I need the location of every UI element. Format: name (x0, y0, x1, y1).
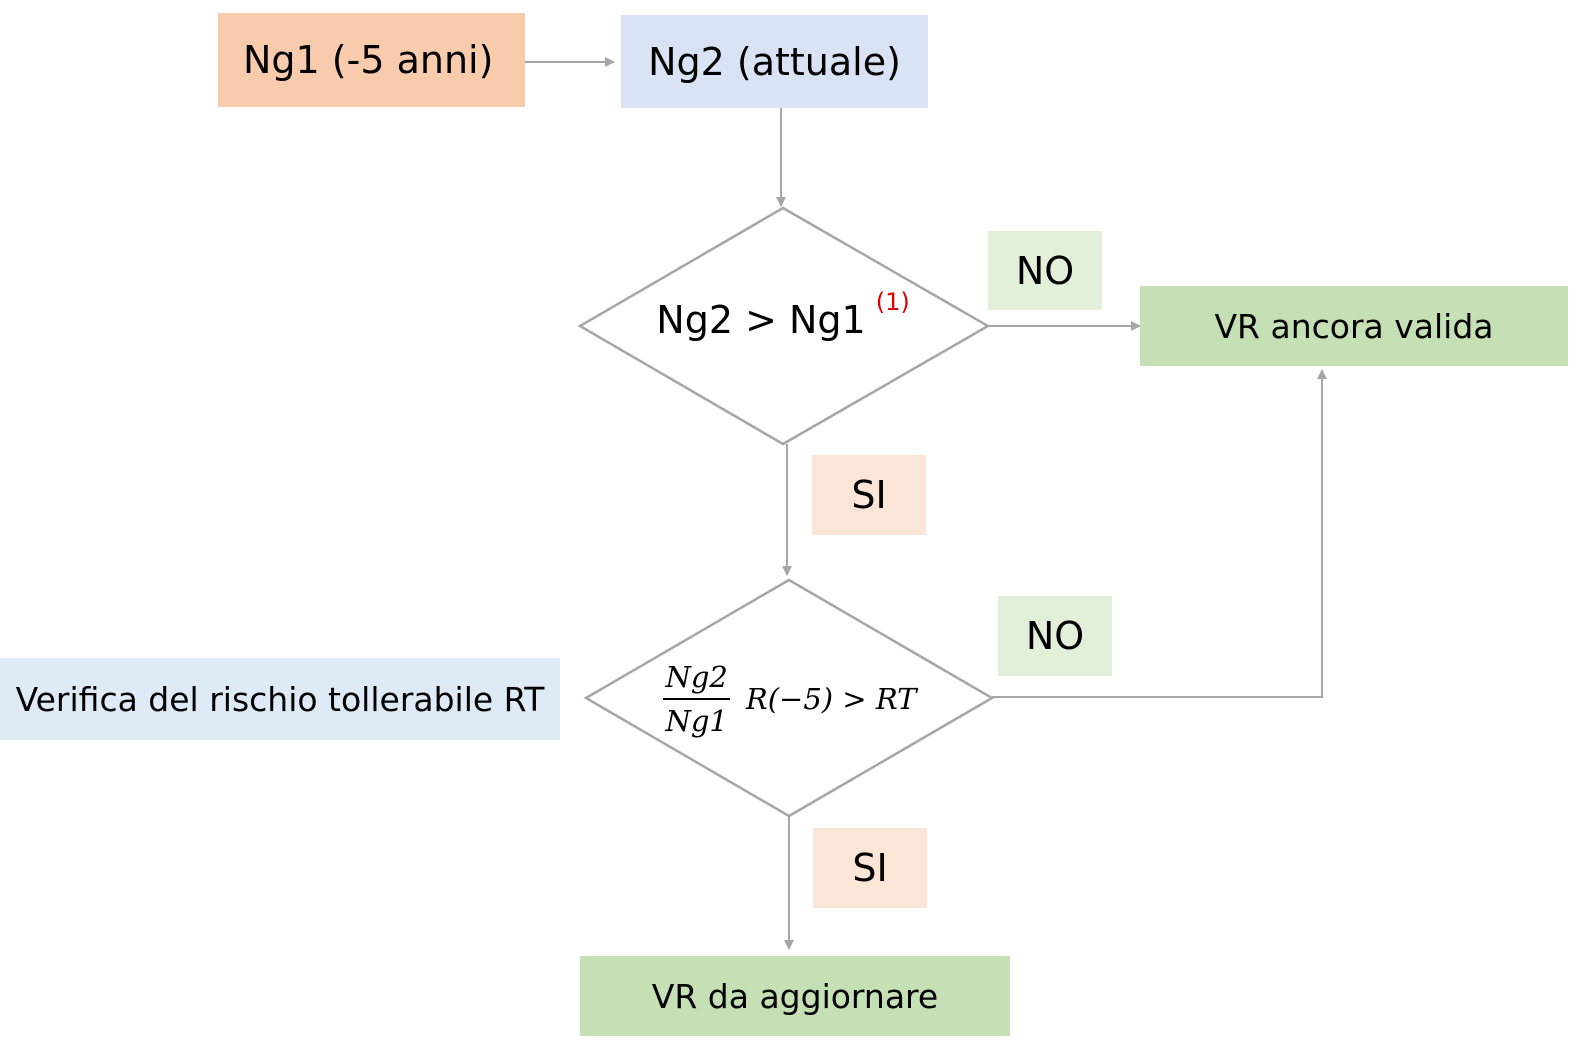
vr-valid-box: VR ancora valida (1140, 286, 1568, 366)
no-label-1: NO (988, 231, 1102, 310)
ng2-box: Ng2 (attuale) (621, 15, 928, 108)
rt-check-box: Verifica del rischio tollerabile RT (0, 658, 560, 740)
ng1-box: Ng1 (-5 anni) (218, 13, 525, 107)
decision1-text: Ng2 > Ng1 (1) (600, 280, 966, 360)
fraction-numerator: Ng2 (663, 660, 730, 700)
si-label-1-text: SI (851, 473, 887, 517)
fraction-denominator: Ng1 (665, 704, 728, 738)
formula: Ng2 Ng1 R(−5) > RT (663, 660, 917, 738)
arrow-decision2-no (992, 369, 1327, 698)
si-label-1: SI (812, 455, 926, 535)
no-label-1-text: NO (1015, 248, 1075, 293)
decision2-formula: Ng2 Ng1 R(−5) > RT (620, 650, 960, 748)
vr-valid-label: VR ancora valida (1214, 306, 1494, 346)
ng2-label: Ng2 (attuale) (648, 39, 901, 84)
decision1-expression: Ng2 > Ng1 (656, 298, 866, 342)
formula-comparison: R(−5) > RT (745, 682, 917, 716)
ng1-label: Ng1 (-5 anni) (243, 38, 494, 82)
no-label-2: NO (998, 596, 1112, 676)
no-label-2-text: NO (1025, 614, 1085, 658)
fraction: Ng2 Ng1 (663, 660, 730, 738)
vr-update-box: VR da aggiornare (580, 956, 1010, 1036)
rt-check-label: Verifica del rischio tollerabile RT (15, 679, 545, 719)
decision1-diamond (577, 206, 991, 446)
footnote-marker: (1) (875, 288, 910, 316)
si-label-2: SI (813, 828, 927, 908)
vr-update-label: VR da aggiornare (651, 976, 939, 1016)
si-label-2-text: SI (852, 846, 888, 890)
